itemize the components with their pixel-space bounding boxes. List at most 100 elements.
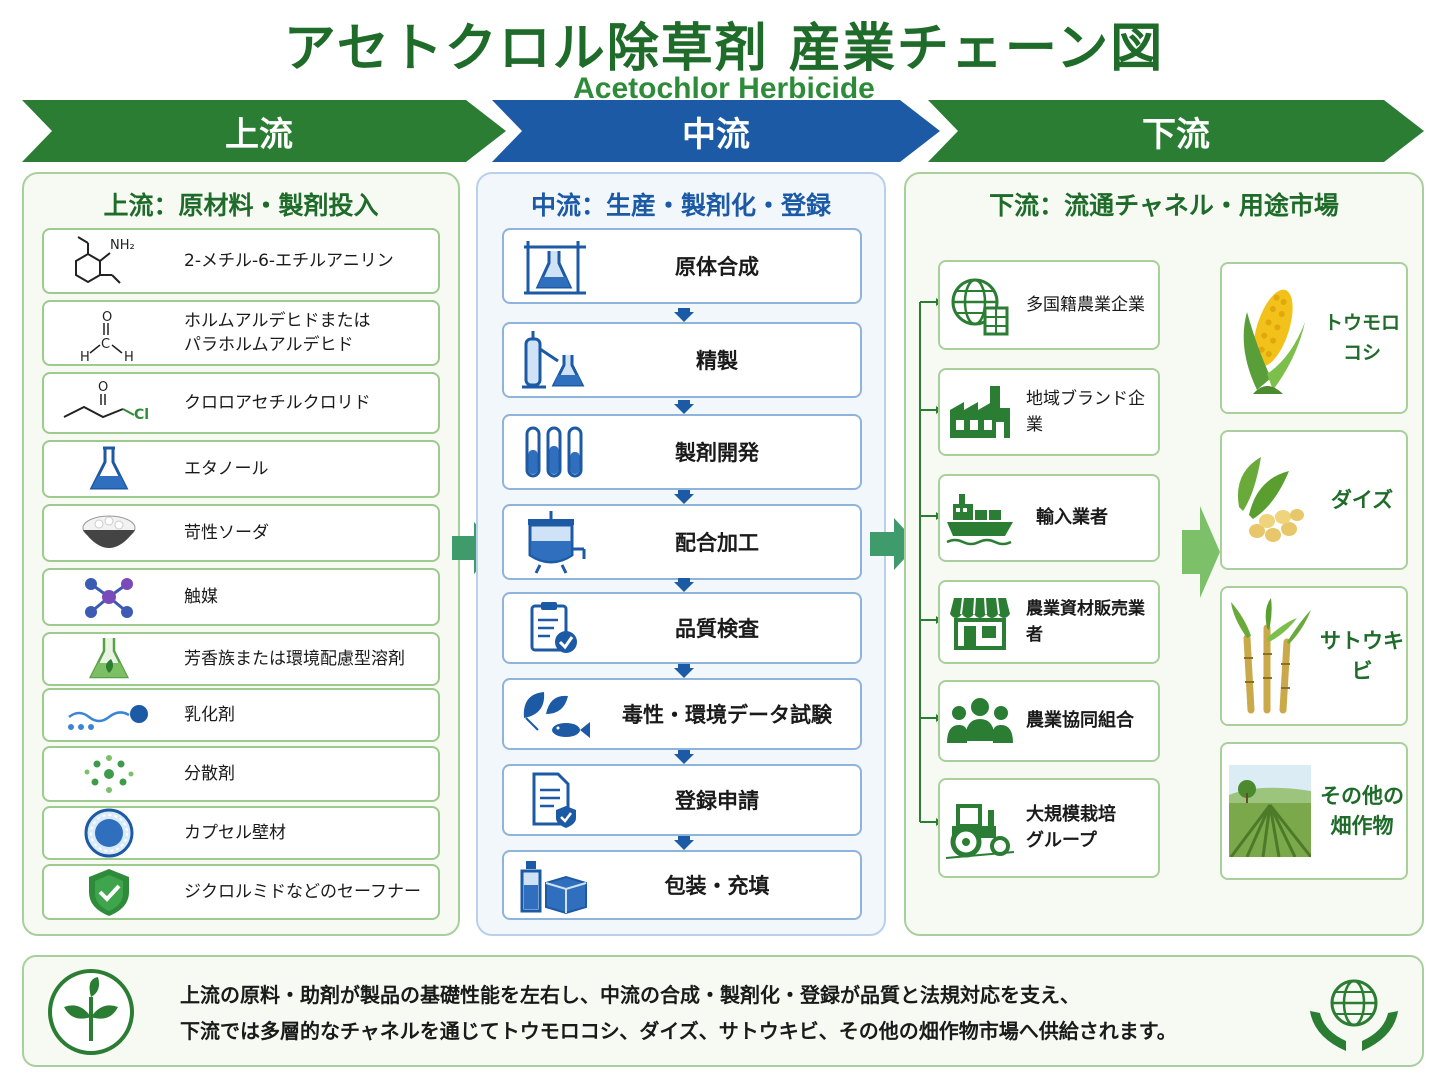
stage-label-upstream: 上流: [225, 114, 293, 155]
factory-icon: [940, 370, 1020, 454]
channel-cooperative: 農業協同組合: [938, 680, 1160, 762]
chloroacetyl-structure-icon: O Cl: [44, 374, 174, 432]
crop-soybean: ダイズ: [1220, 430, 1408, 570]
upstream-item-ethanol: エタノール: [42, 440, 440, 498]
midstream-title: 中流：生産・製剤化・登録: [530, 191, 831, 220]
dispersant-icon: [44, 748, 174, 800]
midstream-item-label: 毒性・環境データ試験: [622, 703, 832, 727]
midstream-item-label: 原体合成: [675, 255, 759, 279]
summary-line-1: 上流の原料・助剤が製品の基礎性能を左右し、中流の合成・製剤化・登録が品質と法規対…: [180, 983, 1080, 1007]
bottle-box-icon: [504, 852, 604, 918]
downstream-panel: 下流：流通チャネル・用途市場 多国籍農業企業: [904, 172, 1424, 936]
upstream-item-caustic-soda: 苛性ソーダ: [42, 504, 440, 562]
flask-icon: [44, 442, 174, 496]
upstream-item-chloroacetyl: O Cl クロロアセチルクロリド: [42, 372, 440, 434]
channel-agri-retailer: 農業資材販売業者: [938, 580, 1160, 664]
channel-label: 地域ブランド企業: [1026, 389, 1145, 435]
globe-building-icon: [940, 262, 1020, 348]
formaldehyde-structure-icon: O C H H: [44, 302, 174, 364]
upstream-item-label: ホルムアルデヒドまたは パラホルムアルデヒド: [184, 311, 371, 355]
molecule-icon: [44, 570, 174, 624]
midstream-item-label: 品質検査: [675, 617, 759, 641]
aniline-structure-icon: NH₂: [44, 230, 174, 292]
crop-other-field-crops: その他の 畑作物: [1220, 742, 1408, 880]
stage-arrow-upstream: 上流: [22, 100, 506, 162]
midstream-item-purification: 精製: [502, 322, 862, 398]
upstream-item-solvent: 芳香族または環境配慮型溶剤: [42, 632, 440, 686]
upstream-item-label: エタノール: [184, 459, 269, 479]
page-subtitle: Acetochlor Herbicide: [573, 72, 875, 105]
channel-importer: 輸入業者: [938, 474, 1160, 562]
mid-down-arrow: [674, 664, 694, 678]
upstream-item-label: ジクロルミドなどのセーフナー: [184, 882, 421, 902]
leaf-fish-icon: [504, 680, 604, 748]
test-tubes-icon: [504, 416, 604, 488]
crop-sugarcane: サトウキビ: [1220, 586, 1408, 726]
crop-label: サトウキビ: [1320, 629, 1404, 683]
lab-apparatus-icon: [504, 230, 604, 302]
crop-label: トウモロコシ: [1323, 312, 1400, 364]
midstream-item-formulation-dev: 製剤開発: [502, 414, 862, 490]
channel-label: 輸入業者: [1036, 507, 1108, 528]
midstream-item-blending: 配合加工: [502, 504, 862, 580]
stage-label-downstream: 下流: [1142, 114, 1210, 155]
upstream-item-aniline: NH₂ 2-メチル-6-エチルアニリン: [42, 228, 440, 294]
stage-arrow-downstream: 下流: [928, 100, 1424, 162]
page-title: アセトクロル除草剤 産業チェーン図: [283, 19, 1165, 79]
upstream-item-emulsifier: 乳化剤: [42, 688, 440, 742]
mid-down-arrow: [674, 578, 694, 592]
upstream-item-label: 乳化剤: [184, 705, 235, 725]
green-flask-icon: [44, 634, 174, 684]
emulsifier-icon: [44, 690, 174, 740]
svg-text:H: H: [80, 350, 90, 363]
capsule-icon: [44, 808, 174, 858]
sugarcane-icon: [1222, 588, 1318, 724]
svg-text:H: H: [124, 350, 134, 363]
upstream-item-dispersant: 分散剤: [42, 746, 440, 802]
stage-label-midstream: 中流: [682, 114, 750, 155]
channel-label: 多国籍農業企業: [1026, 295, 1145, 315]
channel-bracket: [919, 298, 942, 826]
mid-down-arrow: [674, 400, 694, 414]
upstream-item-catalyst: 触媒: [42, 568, 440, 626]
summary-line-2: 下流では多層的なチャネルを通じてトウモロコシ、ダイズ、サトウキビ、その他の畑作物…: [180, 1019, 1177, 1043]
crop-label: その他の 畑作物: [1320, 784, 1404, 838]
upstream-item-formaldehyde: O C H H ホルムアルデヒドまたは パラホルムアルデヒド: [42, 300, 440, 366]
upstream-title: 上流：原材料・製剤投入: [103, 191, 379, 220]
upstream-item-label: 触媒: [184, 587, 218, 607]
channel-label: 農業資材販売業者: [1026, 599, 1145, 645]
upstream-item-label: 苛性ソーダ: [184, 523, 269, 543]
upstream-item-capsule: カプセル壁材: [42, 806, 440, 860]
store-icon: [940, 582, 1020, 662]
mid-down-arrow: [674, 750, 694, 764]
shield-check-icon: [44, 866, 174, 918]
channel-large-growers: 大規模栽培 グループ: [938, 778, 1160, 878]
midstream-item-label: 登録申請: [675, 789, 759, 813]
stage-arrow-midstream: 中流: [492, 100, 940, 162]
globe-hands-icon: [1310, 979, 1398, 1051]
midstream-item-label: 包装・充填: [664, 874, 770, 898]
midstream-item-label: 製剤開発: [675, 441, 759, 465]
midstream-item-packaging: 包装・充填: [502, 850, 862, 920]
corn-icon: [1222, 264, 1318, 412]
powder-bowl-icon: [44, 506, 174, 560]
soybean-icon: [1222, 432, 1318, 568]
svg-text:O: O: [98, 380, 108, 395]
midstream-panel: 中流：生産・製剤化・登録 原体合成 精製: [476, 172, 886, 936]
field-icon: [1222, 744, 1318, 878]
midstream-item-toxicity-testing: 毒性・環境データ試験: [502, 678, 862, 750]
mid-down-arrow: [674, 308, 694, 322]
downstream-title: 下流：流通チャネル・用途市場: [989, 191, 1339, 220]
midstream-item-synthesis: 原体合成: [502, 228, 862, 304]
channel-label: 大規模栽培 グループ: [1026, 804, 1116, 851]
midstream-item-registration: 登録申請: [502, 764, 862, 836]
channel-multinational: 多国籍農業企業: [938, 260, 1160, 350]
people-group-icon: [940, 682, 1020, 760]
svg-text:Cl: Cl: [134, 407, 149, 423]
upstream-item-label: 芳香族または環境配慮型溶剤: [184, 649, 405, 669]
mid-down-arrow: [674, 490, 694, 504]
midstream-item-quality-inspection: 品質検査: [502, 592, 862, 664]
svg-text:O: O: [102, 310, 112, 325]
distillation-icon: [504, 324, 604, 396]
mid-down-arrow: [674, 836, 694, 850]
